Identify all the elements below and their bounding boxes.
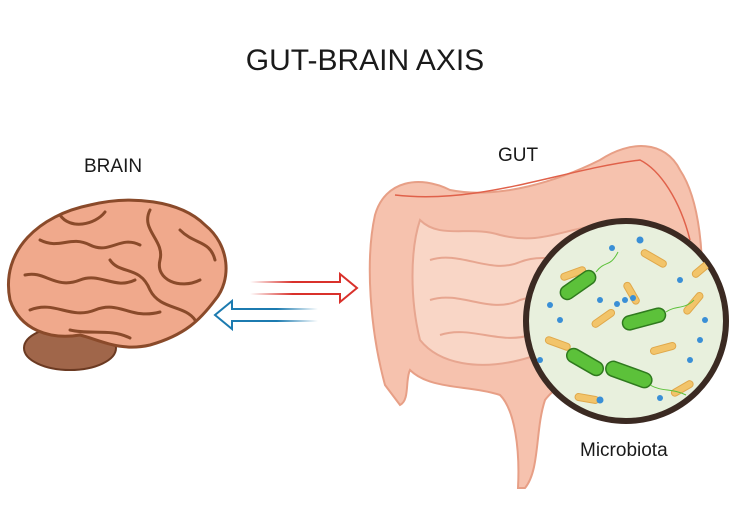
- arrow-brain-to-gut: [250, 271, 359, 305]
- gut-label: GUT: [498, 145, 539, 166]
- cerebrum: [7, 198, 228, 349]
- brain-illustration: [7, 198, 228, 371]
- diagram-title: GUT-BRAIN AXIS: [245, 44, 485, 77]
- microbiota-magnifier: [523, 218, 729, 424]
- arrow-gut-to-brain: [213, 298, 318, 332]
- microbiota-label: Microbiota: [580, 440, 668, 461]
- brain-label: BRAIN: [84, 156, 143, 177]
